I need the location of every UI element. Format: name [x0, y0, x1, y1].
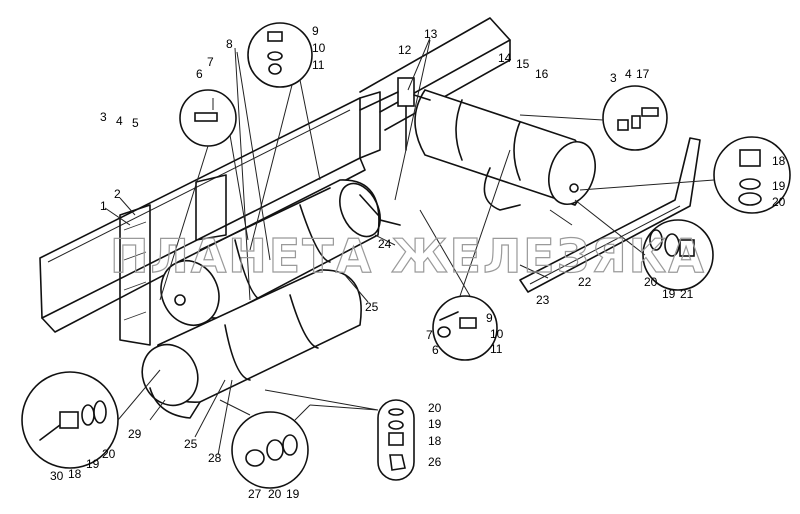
- callout-21: 21: [680, 287, 694, 301]
- callout-13: 13: [424, 27, 438, 41]
- callout-19-valve: 19: [428, 417, 442, 431]
- callout-4: 4: [116, 114, 123, 128]
- callout-11: 11: [312, 58, 325, 72]
- callout-20-right: 20: [772, 195, 786, 209]
- watermark-text: ПЛАНЕТА ЖЕЛЕЗЯКА: [110, 229, 706, 283]
- callout-3: 3: [100, 110, 107, 124]
- detail-circle-bolt-3-5: [159, 89, 249, 301]
- callout-24: 24: [378, 237, 392, 251]
- callout-25-lower: 25: [184, 437, 198, 451]
- callout-2: 2: [114, 187, 121, 201]
- detail-circle-plug-19-21: [574, 199, 714, 291]
- callout-19-drain: 19: [86, 457, 100, 471]
- callout-17: 17: [636, 67, 650, 81]
- callout-3-right: 3: [610, 71, 617, 85]
- callout-1: 1: [100, 199, 107, 213]
- callout-19-plug: 19: [662, 287, 676, 301]
- callout-18-right: 18: [772, 154, 786, 168]
- callout-19-right: 19: [772, 179, 786, 193]
- callout-7-lower: 7: [426, 328, 433, 342]
- callout-8: 8: [226, 37, 233, 51]
- callout-14: 14: [498, 51, 512, 65]
- callout-5: 5: [132, 116, 139, 130]
- leader-lines: [104, 37, 573, 456]
- callout-9: 9: [312, 24, 319, 38]
- callout-9-lower: 9: [486, 311, 493, 325]
- callout-12: 12: [398, 43, 412, 57]
- callout-25-upper: 25: [365, 300, 379, 314]
- callout-30: 30: [50, 469, 64, 483]
- detail-circle-drain-30: [21, 369, 161, 469]
- callout-15: 15: [516, 57, 530, 71]
- callout-20-lower: 20: [268, 487, 282, 501]
- detail-circle-bolt-6-11: [419, 149, 511, 361]
- air-tank-lower-left: [141, 269, 362, 419]
- callout-19-lower: 19: [286, 487, 300, 501]
- callout-7: 7: [207, 55, 214, 69]
- detail-circle-plug-27: [219, 399, 311, 489]
- callout-23: 23: [536, 293, 550, 307]
- callout-11-lower: 11: [490, 342, 503, 356]
- air-tank-right: [414, 89, 596, 211]
- callout-6: 6: [196, 67, 203, 81]
- callout-20-plug: 20: [644, 275, 658, 289]
- callout-10-lower: 10: [490, 327, 504, 341]
- callout-16: 16: [535, 67, 549, 81]
- callout-6-lower: 6: [432, 343, 439, 357]
- callout-28: 28: [208, 451, 222, 465]
- callout-29: 29: [128, 427, 142, 441]
- callout-18-valve: 18: [428, 434, 442, 448]
- air-tank-upper-left: [160, 179, 381, 326]
- callout-22: 22: [578, 275, 592, 289]
- callout-20-valve: 20: [428, 401, 442, 415]
- callout-20-drain: 20: [102, 447, 116, 461]
- detail-circle-plug-18-20: [579, 136, 791, 214]
- detail-circle-bolt-3-17: [519, 85, 668, 151]
- callout-10: 10: [312, 41, 326, 55]
- detail-circle-valve-26: [264, 389, 415, 481]
- callout-27: 27: [248, 487, 262, 501]
- callout-26: 26: [428, 455, 442, 469]
- detail-circle-bolt-9-11: [247, 22, 321, 251]
- callout-18-drain: 18: [68, 467, 82, 481]
- mounting-bracket-left: [119, 174, 227, 346]
- callout-labels: 1 2 3 4 5 6 7 8 9 10 11 12 13 14 15 16 3…: [50, 24, 786, 501]
- callout-4-right: 4: [625, 67, 632, 81]
